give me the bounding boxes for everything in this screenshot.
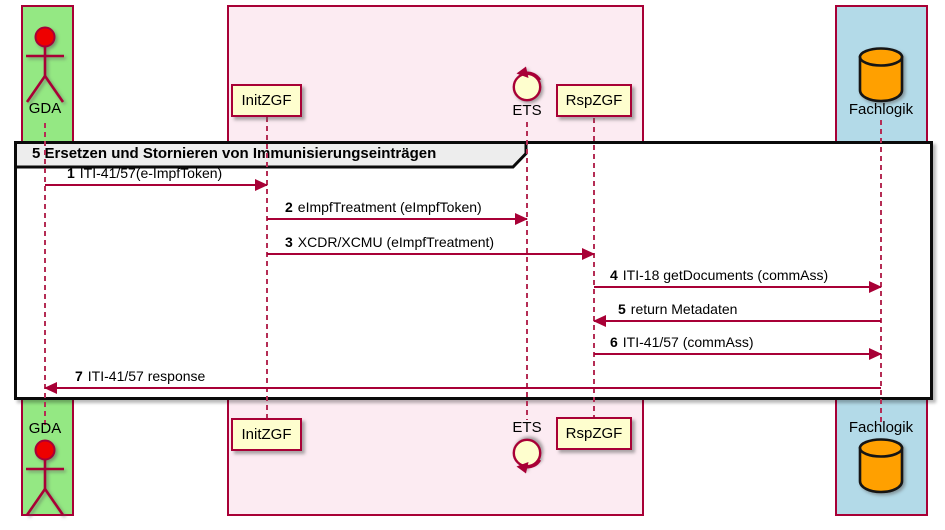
message-number: 7 — [75, 368, 83, 384]
frame-title-tab — [14, 141, 534, 174]
message-text: ITI-41/57(e-ImpfToken) — [79, 165, 223, 181]
participant-rspzgf-bottom: RspZGF — [556, 417, 632, 450]
arrowhead-right-icon — [869, 281, 882, 293]
participant-label-gda-top: GDA — [28, 100, 62, 117]
message-text: ITI-41/57 (commAss) — [622, 334, 754, 350]
arrowhead-right-icon — [255, 179, 268, 191]
lifeline-initzgf — [266, 117, 268, 418]
message-line — [594, 320, 881, 322]
arrowhead-right-icon — [515, 213, 528, 225]
message-line — [267, 218, 527, 220]
message-text: return Metadaten — [630, 301, 738, 317]
participant-label-gda-bottom: GDA — [28, 420, 62, 437]
participant-label-ets-top: ETS — [512, 102, 542, 119]
arrowhead-left-icon — [44, 382, 57, 394]
participant-label-initzgf-bottom: InitZGF — [241, 426, 292, 443]
lifeline-gda — [44, 123, 46, 426]
message-text: ITI-41/57 response — [87, 368, 206, 384]
message-number: 5 — [618, 301, 626, 317]
participant-label-initzgf-top: InitZGF — [241, 92, 292, 109]
participant-label-fachlogik-top: Fachlogik — [848, 101, 914, 118]
frame-title: 5 Ersetzen und Stornieren von Immunisier… — [32, 145, 437, 162]
database-icon — [856, 45, 906, 103]
lifeline-fachlogik — [880, 120, 882, 424]
message-line — [45, 387, 881, 389]
participant-initzgf-top: InitZGF — [231, 84, 302, 117]
arrowhead-right-icon — [869, 348, 882, 360]
participant-rspzgf-top: RspZGF — [556, 84, 632, 117]
message-text: XCDR/XCMU (eImpfTreatment) — [297, 234, 495, 250]
lifeline-ets — [526, 122, 528, 420]
message-number: 2 — [285, 199, 293, 215]
control-icon — [509, 437, 545, 481]
arrowhead-right-icon — [582, 248, 595, 260]
database-icon — [856, 436, 906, 494]
participant-label-rspzgf-bottom: RspZGF — [565, 425, 623, 442]
message-line — [594, 353, 881, 355]
message-number: 1 — [67, 165, 75, 181]
message-number: 6 — [610, 334, 618, 350]
participant-label-fachlogik-bottom: Fachlogik — [848, 419, 914, 436]
message-line — [594, 286, 881, 288]
participant-label-rspzgf-top: RspZGF — [565, 92, 623, 109]
message-line — [45, 184, 267, 186]
message-line — [267, 253, 594, 255]
arrowhead-left-icon — [593, 315, 606, 327]
message-number: 3 — [285, 234, 293, 250]
participant-label-ets-bottom: ETS — [512, 419, 542, 436]
participant-initzgf-bottom: InitZGF — [231, 418, 302, 451]
lifeline-rspzgf — [593, 118, 595, 417]
actor-icon — [23, 439, 67, 519]
message-text: eImpfTreatment (eImpfToken) — [297, 199, 482, 215]
message-number: 4 — [610, 267, 618, 283]
actor-icon — [23, 26, 67, 106]
control-icon — [509, 59, 545, 103]
message-text: ITI-18 getDocuments (commAss) — [622, 267, 829, 283]
